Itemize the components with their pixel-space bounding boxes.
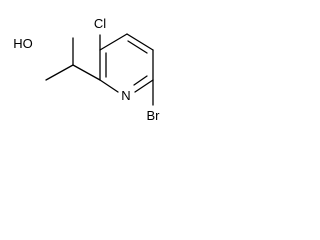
bond-n1-c2 xyxy=(99,79,119,93)
atom-hydroxyl-label: HO xyxy=(13,36,33,51)
bond-c3-c4 xyxy=(99,33,128,51)
bond-c6-n1 xyxy=(134,79,154,93)
atom-chlorine-label: Cl xyxy=(94,16,106,31)
bond-c4-c5 xyxy=(126,33,154,51)
bond-c6-n1-double xyxy=(133,75,148,86)
atom-nitrogen-label: N xyxy=(121,88,130,103)
atom-bromine-label: Br xyxy=(147,108,161,123)
bond-ch-ch3 xyxy=(45,64,74,81)
chemical-structure: Cl HO N Br xyxy=(13,16,161,123)
bond-c4-c5-double xyxy=(127,40,148,54)
bond-c2-ch xyxy=(72,64,101,81)
